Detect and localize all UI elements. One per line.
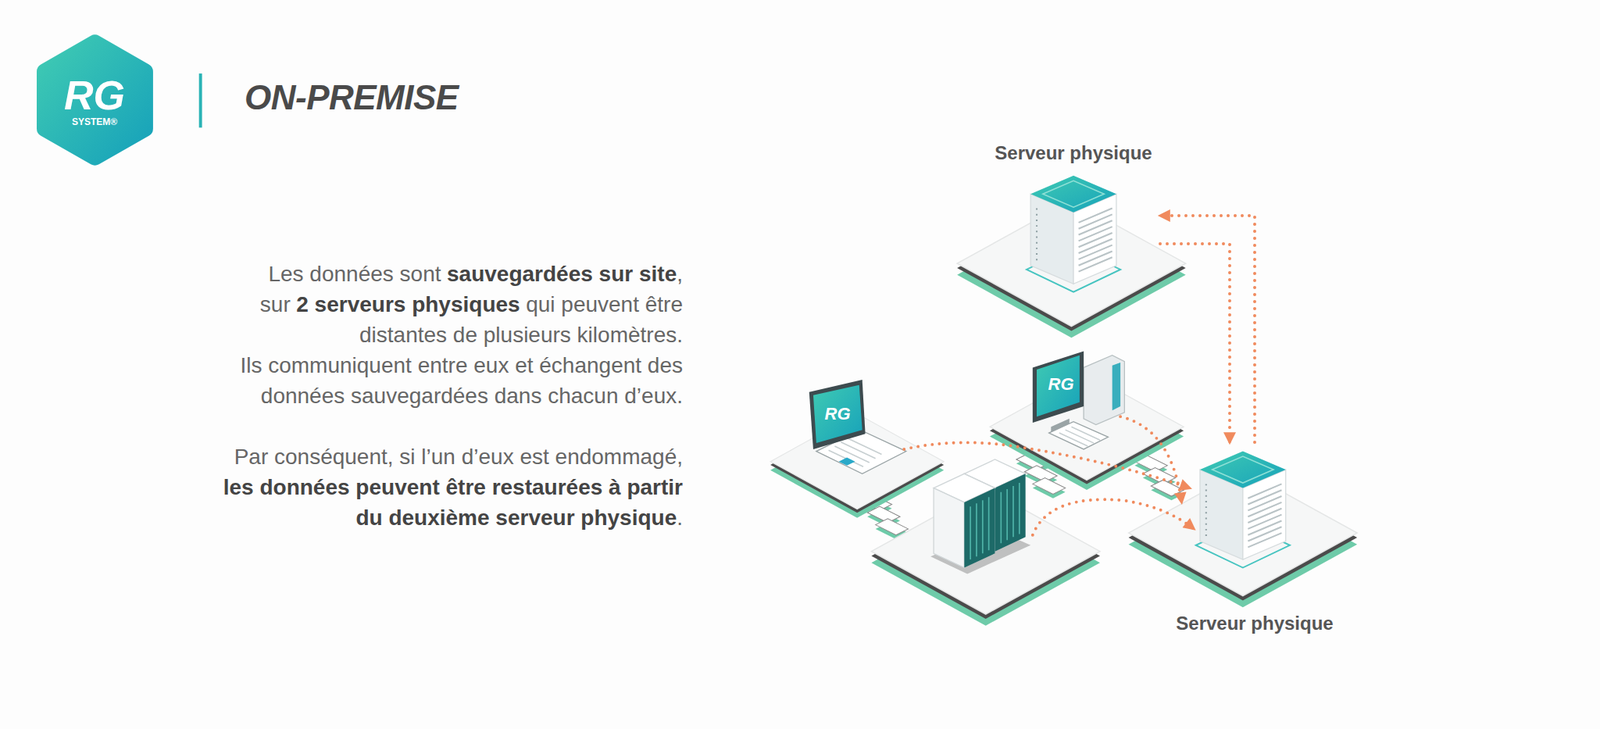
page-title: ON-PREMISE — [244, 78, 459, 118]
text-line: Par conséquent, si l’un d’eux est endomm… — [223, 441, 683, 472]
text-run: Ils communiquent entre eux et échangent … — [239, 353, 683, 378]
text-line: les données peuvent être restaurées à pa… — [223, 471, 683, 503]
node-label: Serveur physique — [994, 142, 1152, 165]
data-links — [903, 416, 1194, 536]
text-run: Par conséquent, si l’un d’eux est endomm… — [234, 444, 683, 469]
sync-arrow — [1160, 215, 1255, 443]
server-node: Serveur physique — [986, 139, 1161, 288]
laptop-icon — [809, 379, 907, 474]
screen-logo: RG — [825, 403, 851, 425]
text-line: Ils communiquent entre eux et échangent … — [223, 350, 683, 381]
screen-logo: RG — [1048, 374, 1075, 395]
platform — [871, 488, 1100, 626]
logo-text: RG — [64, 71, 125, 119]
description-text: Les données sontsauvegardées sur site,su… — [223, 258, 683, 533]
text-run: sur — [260, 292, 291, 317]
logo-subtext: SYSTEM® — [71, 116, 118, 128]
bold-text-run: du deuxième serveur physique — [355, 505, 677, 530]
text-run: , — [676, 261, 683, 286]
sync-arrow — [1160, 243, 1230, 443]
logo-hexagon — [44, 42, 145, 158]
server-icon — [1196, 451, 1290, 568]
server-node: Serveur physique — [1167, 442, 1342, 638]
text-line: Les données sontsauvegardées sur site, — [223, 258, 683, 290]
server-icon — [1026, 175, 1121, 293]
bold-text-run: sauvegardées sur site — [446, 261, 677, 286]
text-line: données sauvegardées dans chacun d’eux. — [223, 380, 683, 411]
text-line: sur2 serveurs physiquesqui peuvent être — [223, 289, 683, 320]
text-run: distantes de plusieurs kilomètres. — [359, 322, 683, 347]
text-line — [223, 410, 683, 442]
desktop-icon — [1032, 351, 1125, 450]
text-run: . — [676, 505, 683, 530]
bold-text-run: les données peuvent être restaurées à pa… — [223, 475, 683, 500]
text-line: du deuxième serveur physique. — [223, 502, 683, 533]
title-bar — [199, 73, 203, 128]
text-run: qui peuvent être — [525, 292, 683, 317]
tower-servers — [930, 459, 1031, 574]
node-label: Serveur physique — [1175, 612, 1333, 635]
text-run: Les données sont — [267, 261, 441, 286]
text-line: distantes de plusieurs kilomètres. — [223, 319, 683, 350]
bold-text-run: 2 serveurs physiques — [296, 292, 520, 317]
text-run: données sauvegardées dans chacun d’eux. — [260, 383, 683, 408]
